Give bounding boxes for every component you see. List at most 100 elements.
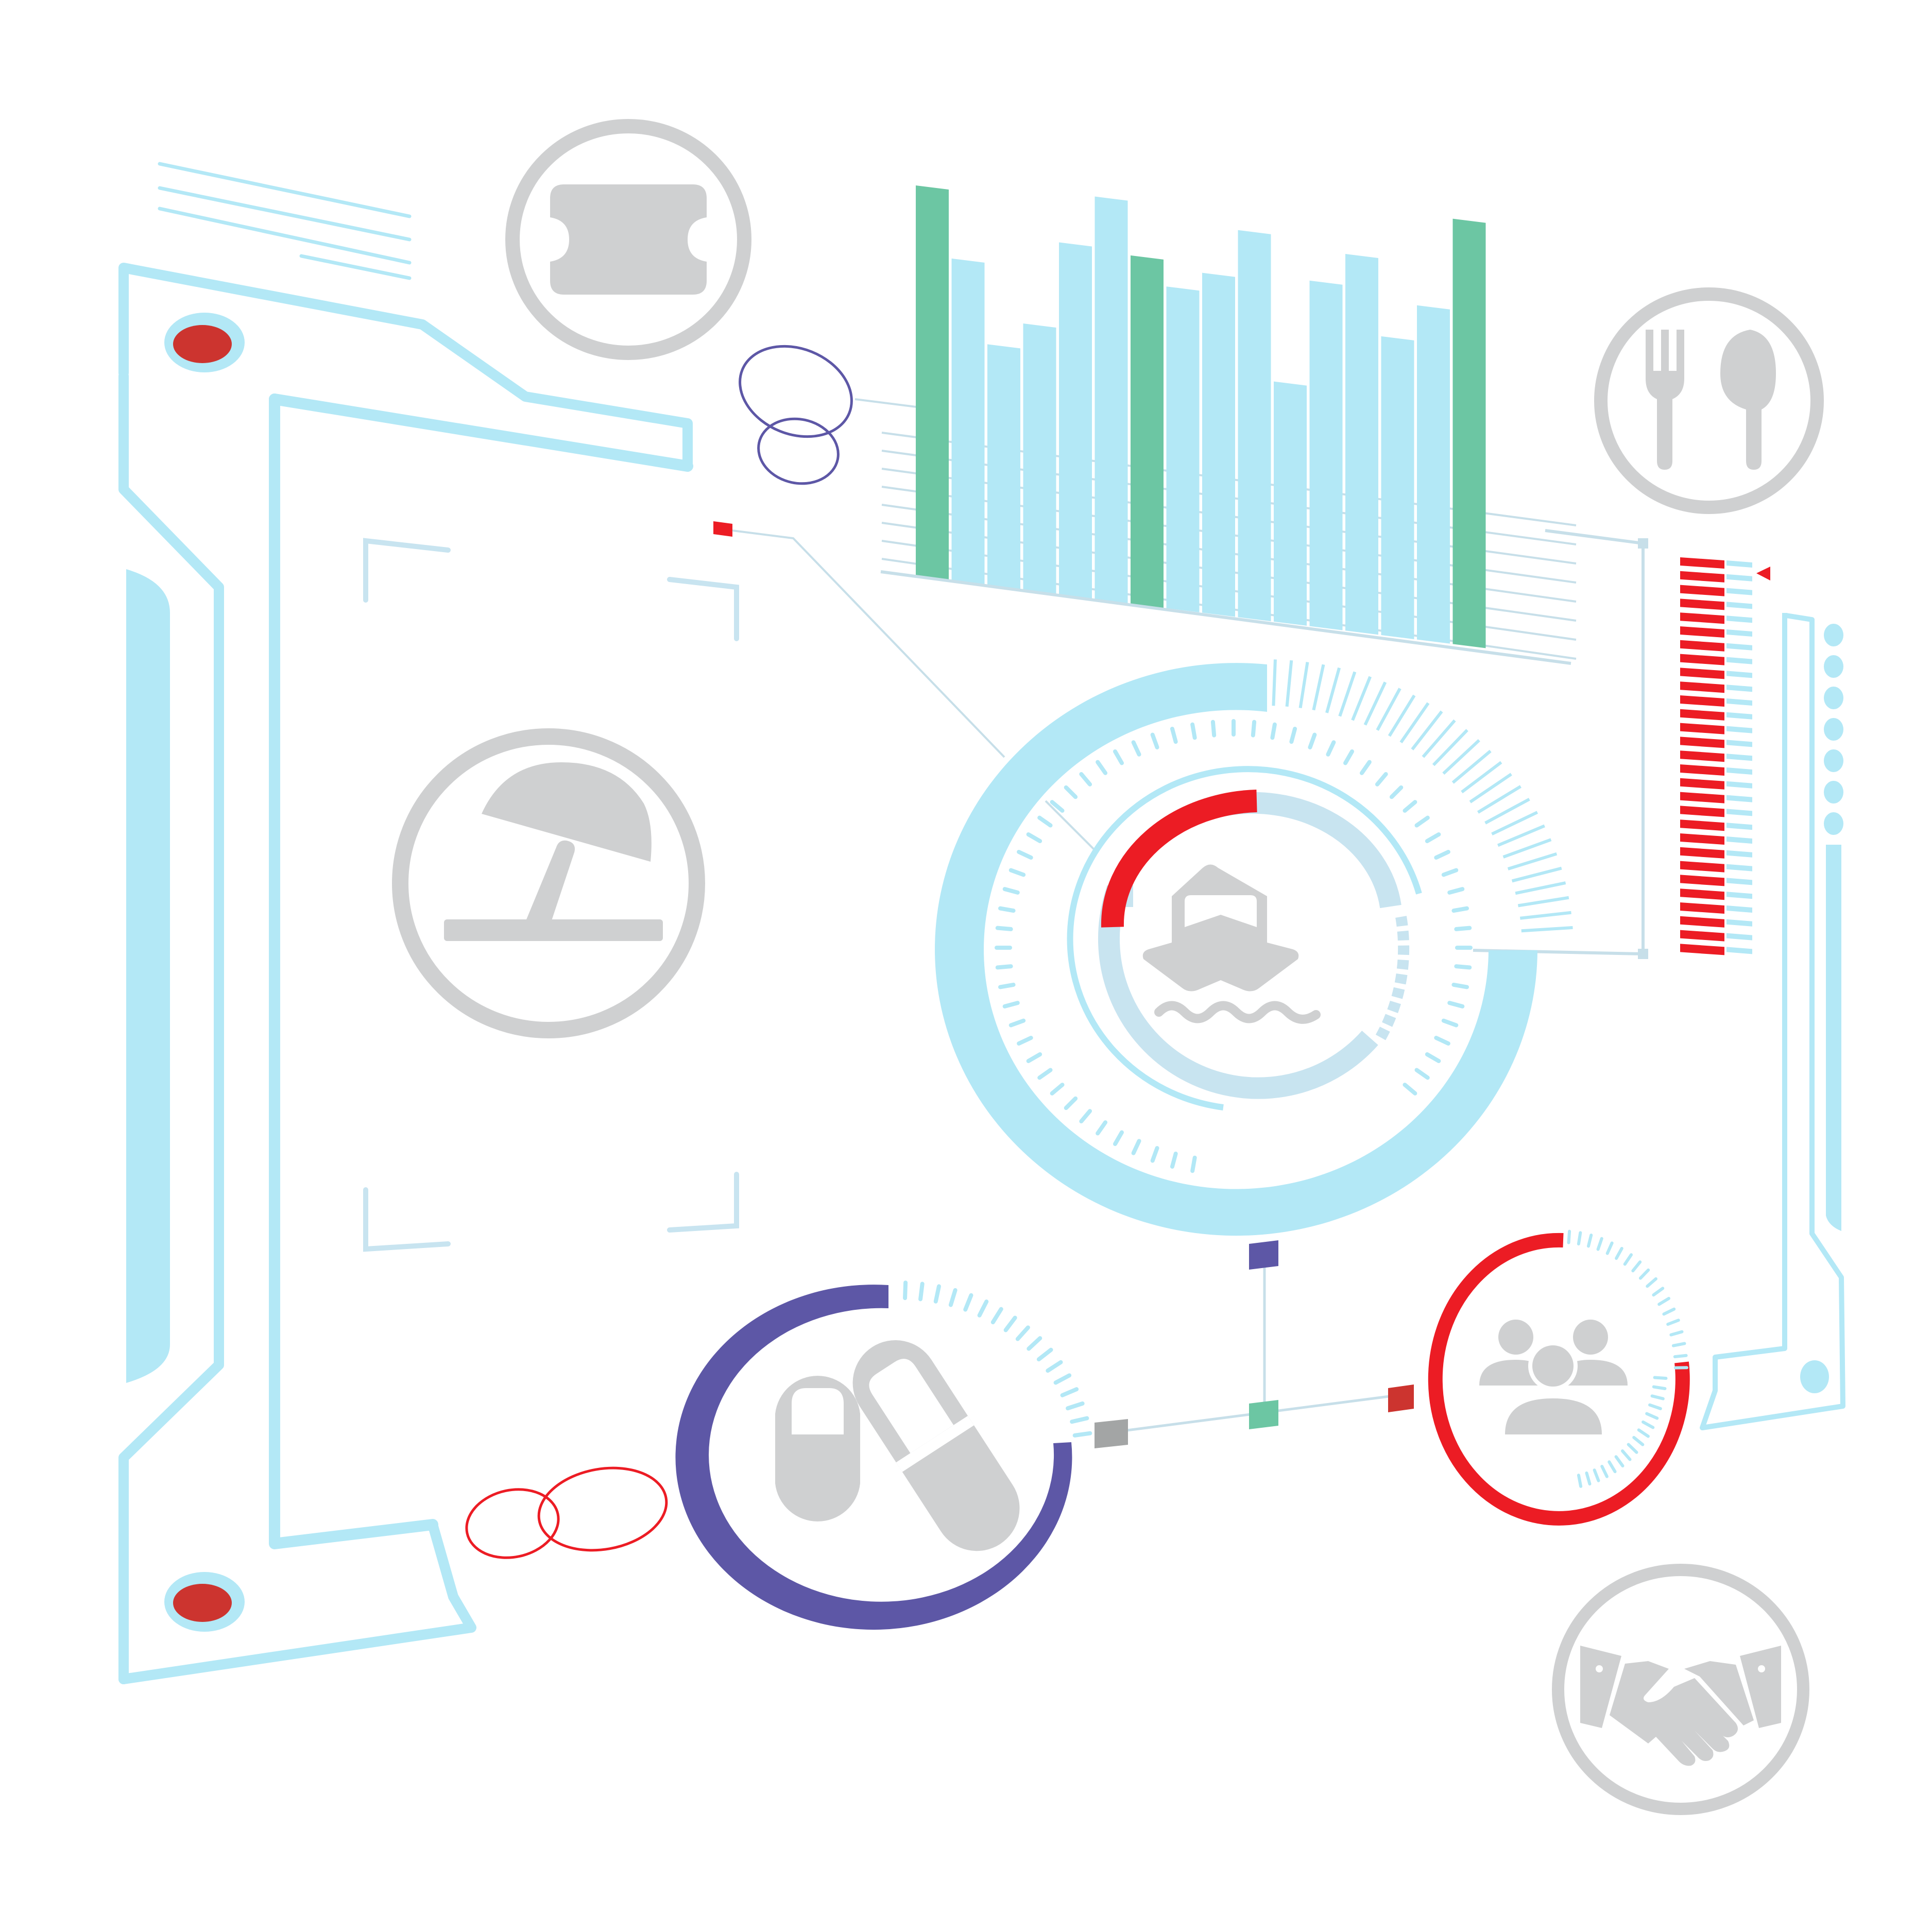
radar-tick (998, 906, 1016, 913)
beach-umbrella-icon (444, 762, 663, 941)
pharmacy-tick (1066, 1401, 1085, 1411)
radar-outer-tick (1363, 681, 1387, 726)
radar-tick (1131, 740, 1141, 757)
radar-tick (1096, 1120, 1108, 1136)
radar-inner-arc-bottom (1098, 885, 1378, 1099)
meter-tick-10 (1726, 685, 1752, 692)
pharmacy-tick (1046, 1360, 1063, 1373)
radar-outer-tick (1469, 773, 1512, 803)
dining-badge (1594, 287, 1824, 514)
people-tick (1657, 1296, 1671, 1306)
radar-tick (1113, 1130, 1124, 1147)
meter-pointer-icon (1756, 567, 1770, 580)
radar-tick (998, 982, 1016, 989)
radar-inner-thin-ring (1067, 766, 1422, 1110)
meter-segment-17 (1680, 778, 1724, 790)
radar-tick (1170, 1151, 1178, 1169)
radar-tick (1026, 832, 1042, 843)
pharmacy-tick (1053, 1373, 1072, 1385)
radar-tick (1403, 800, 1417, 813)
bar-5 (1059, 242, 1092, 599)
meter-segment-19 (1680, 806, 1724, 817)
radar-tick (1017, 850, 1033, 860)
meter-tick-18 (1726, 795, 1752, 802)
meter-tick-9 (1726, 671, 1752, 678)
pharmacy-badge (675, 1280, 1092, 1630)
people-tick (1567, 1229, 1571, 1244)
people-tick (1585, 1471, 1592, 1486)
people-ring-red (1428, 1233, 1690, 1526)
people-tick (1605, 1241, 1614, 1255)
meter-tick-4 (1726, 602, 1752, 609)
meter-tick-3 (1726, 588, 1752, 595)
meter-tick-28 (1726, 933, 1752, 941)
meter-tick-13 (1726, 726, 1752, 733)
radar-outer-tick (1338, 671, 1357, 717)
meter-segment-27 (1680, 916, 1724, 928)
pharmacy-tick (1060, 1387, 1079, 1397)
meter-tick-11 (1726, 698, 1752, 706)
people-tick (1577, 1474, 1583, 1488)
pharmacy-tick (1036, 1347, 1053, 1362)
pharmacy-tick (933, 1284, 941, 1304)
radar-outer-tick (1484, 797, 1530, 825)
people-tick (1600, 1464, 1609, 1478)
meter-tick-29 (1726, 947, 1752, 954)
people-tick (1627, 1443, 1638, 1454)
radar-tick (1096, 760, 1108, 775)
pharmacy-tick (1015, 1325, 1030, 1341)
meter-tick-1 (1726, 560, 1752, 568)
people-tick (1596, 1237, 1603, 1251)
left-frame (118, 263, 693, 1684)
meter-segment-25 (1680, 888, 1724, 900)
pharmacy-tick (1003, 1315, 1017, 1332)
radar-tick (1190, 722, 1197, 740)
people-group-icon (1479, 1320, 1628, 1434)
bar-16 (1452, 218, 1486, 648)
radar-tick (1326, 740, 1336, 757)
connector-line-diagonal-2 (1045, 800, 1096, 851)
meter-tick-17 (1726, 781, 1752, 789)
people-tick (1615, 1246, 1623, 1260)
radar-tick (1064, 785, 1078, 799)
meter-segment-15 (1680, 750, 1724, 762)
radar-tick (995, 964, 1013, 970)
people-tick (1586, 1234, 1593, 1248)
bar-6 (1095, 196, 1128, 604)
radar-tick (1375, 772, 1388, 787)
radar-outer-tick (1422, 719, 1456, 758)
bar-3 (987, 344, 1020, 590)
radar-outer-tick (1399, 702, 1430, 744)
bracket-node-bottom (1638, 949, 1648, 959)
radar-tick (1002, 1001, 1020, 1008)
radar-outer-tick (1411, 710, 1443, 750)
meter-segment-13 (1680, 723, 1724, 734)
purple-node (1249, 1240, 1278, 1270)
right-frame-light (1800, 1360, 1829, 1393)
meter-segment-16 (1680, 764, 1724, 776)
meter-segment-5 (1680, 612, 1724, 624)
meter-segment-11 (1680, 695, 1724, 707)
bar-9 (1202, 272, 1235, 617)
radar-tick (1454, 964, 1472, 970)
red-indicator-bottom (164, 1572, 245, 1632)
partnership-badge (1552, 1564, 1809, 1815)
meter-tick-2 (1726, 574, 1752, 582)
bar-14 (1381, 336, 1414, 639)
meter-segment-12 (1680, 709, 1724, 721)
radar-tick (1414, 815, 1430, 828)
meter-segment-24 (1680, 875, 1724, 886)
top-left-stripes (158, 162, 412, 280)
meter-segment-6 (1680, 626, 1724, 638)
radar-tick (1414, 1068, 1430, 1080)
radar-outer-tick (1432, 729, 1468, 766)
radar-tick (1150, 732, 1159, 749)
radar-outer-tick (1298, 661, 1309, 709)
bar-12 (1309, 280, 1343, 630)
people-tick (1652, 1287, 1665, 1297)
indicator-dot-4 (1824, 718, 1843, 741)
pharmacy-tick (963, 1293, 973, 1312)
radar-tick (1434, 850, 1450, 860)
pharmacy-tick (1027, 1336, 1042, 1351)
ship-icon (1142, 864, 1299, 991)
